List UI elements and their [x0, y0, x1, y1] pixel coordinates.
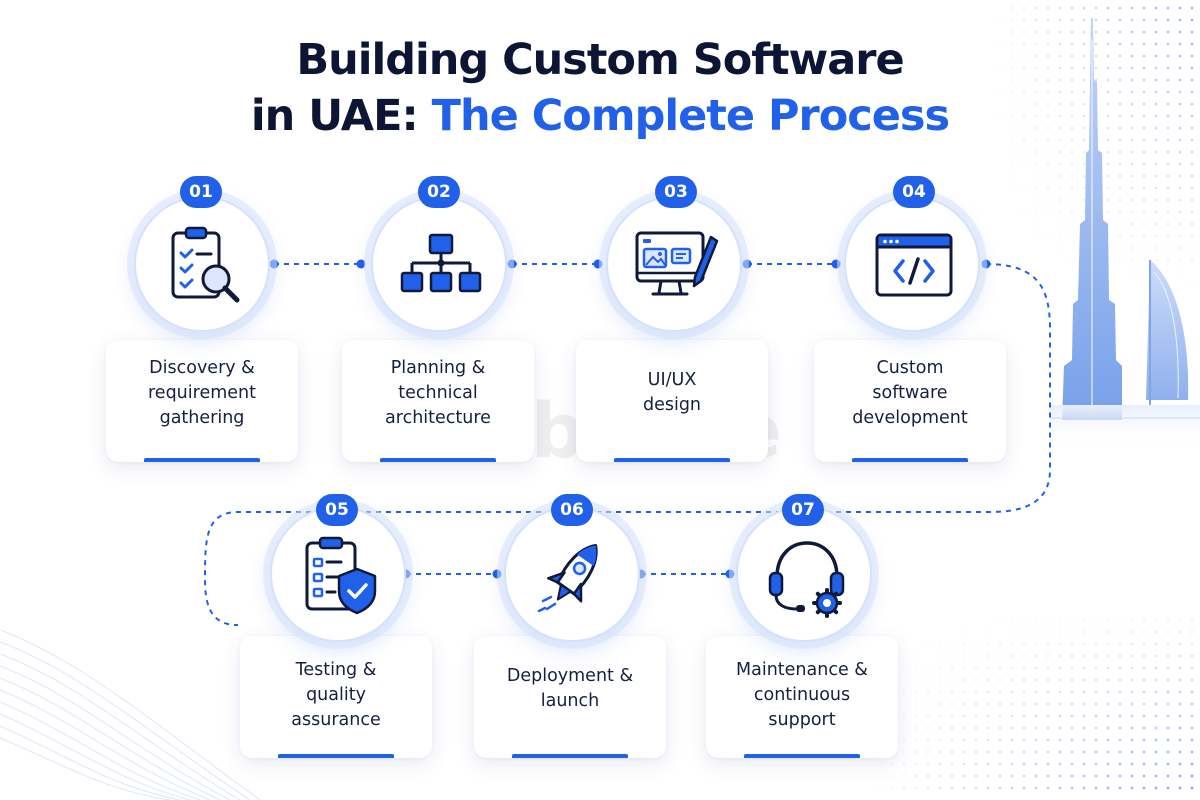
- dot-pattern-top-right: [998, 6, 1194, 286]
- step-number-badge-4: 04: [893, 176, 935, 208]
- step-label: Planning & technical architecture: [385, 358, 491, 428]
- rocket-icon: [537, 544, 598, 613]
- card-accent-bar: [744, 754, 860, 758]
- step-number-badge-2: 02: [418, 176, 460, 208]
- step-number-badge-7: 07: [782, 494, 824, 526]
- clipboard-magnifier-icon: [171, 226, 240, 303]
- step-icon-circle-3: [606, 196, 742, 332]
- step-icon-circle-1: [134, 196, 270, 332]
- step-number-badge-3: 03: [655, 176, 697, 208]
- step-icon-circle-2: [371, 196, 507, 332]
- step-icon-circle-5: [270, 506, 406, 642]
- hierarchy-icon: [400, 233, 482, 293]
- monitor-pen-icon: [635, 231, 719, 296]
- step-number-badge-1: 01: [180, 176, 222, 208]
- step-card-5: Testing & quality assurance: [240, 636, 432, 758]
- step-card-2: Planning & technical architecture: [342, 340, 534, 462]
- step-label: Testing & quality assurance: [291, 660, 381, 730]
- page-title: Building Custom Software in UAE: The Com…: [0, 32, 1200, 144]
- step-card-6: Deployment & launch: [474, 636, 666, 758]
- wave-lines-bottom-left: [0, 629, 260, 800]
- card-accent-bar: [144, 458, 260, 462]
- step-number-badge-6: 06: [551, 494, 593, 526]
- step-card-7: Maintenance & continuous support: [706, 636, 898, 758]
- code-window-icon: [875, 233, 953, 297]
- step-number-badge-5: 05: [316, 494, 358, 526]
- title-line-2-prefix: in UAE:: [250, 91, 432, 141]
- step-icon-circle-6: [504, 506, 640, 642]
- card-accent-bar: [278, 754, 394, 758]
- title-line-2-accent: The Complete Process: [431, 91, 950, 141]
- title-line-2: in UAE: The Complete Process: [0, 88, 1200, 144]
- step-label: UI/UX design: [642, 370, 702, 415]
- step-card-1: Discovery & requirement gathering: [106, 340, 298, 462]
- step-card-3: UI/UX design: [576, 340, 768, 462]
- step-card-4: Custom software development: [814, 340, 1006, 462]
- card-accent-bar: [614, 458, 730, 462]
- dubai-skyline-illustration: [1050, 18, 1200, 450]
- headset-gear-icon: [768, 541, 845, 618]
- step-label: Deployment & launch: [506, 666, 634, 711]
- title-line-1: Building Custom Software: [296, 35, 904, 85]
- step-icon-circle-4: [844, 196, 980, 332]
- step-label: Discovery & requirement gathering: [148, 358, 256, 428]
- clipboard-shield-icon: [305, 536, 377, 615]
- card-accent-bar: [380, 458, 496, 462]
- step-label: Maintenance & continuous support: [736, 660, 868, 730]
- dot-pattern-bottom-right: [878, 618, 1194, 790]
- step-icon-circle-7: [736, 506, 872, 642]
- step-label: Custom software development: [852, 358, 968, 428]
- card-accent-bar: [852, 458, 968, 462]
- card-accent-bar: [512, 754, 628, 758]
